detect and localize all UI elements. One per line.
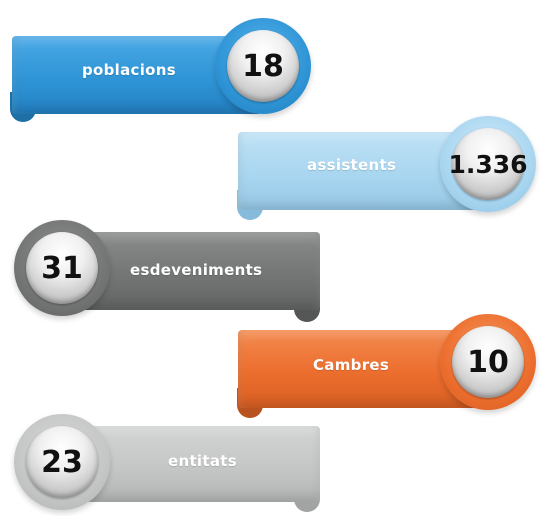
value-disc: 10 bbox=[452, 326, 524, 398]
value-disc: 23 bbox=[26, 426, 98, 498]
stat-value: 1.336 bbox=[448, 149, 528, 179]
ribbon-entitats bbox=[70, 426, 320, 502]
stat-label: entitats bbox=[168, 452, 237, 470]
value-disc: 18 bbox=[227, 30, 299, 102]
value-disc: 31 bbox=[26, 232, 98, 304]
value-ring: 1.336 bbox=[440, 116, 536, 212]
stat-value: 18 bbox=[242, 48, 284, 84]
stat-label: esdeveniments bbox=[130, 261, 263, 279]
stat-value: 10 bbox=[467, 344, 509, 380]
ribbon-esdeveniments bbox=[70, 232, 320, 310]
stat-label: Cambres bbox=[313, 356, 390, 374]
stat-value: 31 bbox=[41, 250, 83, 286]
value-ring: 31 bbox=[14, 220, 110, 316]
stat-label: assistents bbox=[307, 156, 397, 174]
stat-value: 23 bbox=[41, 444, 83, 480]
stat-label: poblacions bbox=[82, 61, 176, 79]
value-disc: 1.336 bbox=[448, 128, 528, 200]
value-ring: 10 bbox=[440, 314, 536, 410]
value-ring: 18 bbox=[215, 18, 311, 114]
value-ring: 23 bbox=[14, 414, 110, 510]
